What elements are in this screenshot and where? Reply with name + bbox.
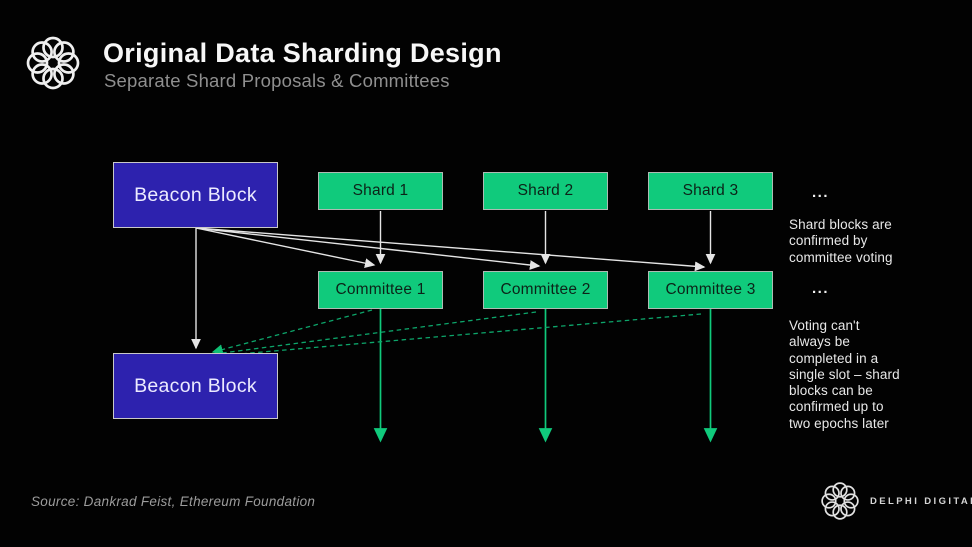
green-down-arrows (373, 309, 718, 443)
arrow-beacon-to-committee3 (195, 227, 706, 272)
beacon-block-bottom-node: Beacon Block (113, 353, 278, 419)
note-shard-blocks: Shard blocks are confirmed by committee … (789, 217, 893, 265)
arrow-beacon-to-committee2 (195, 227, 541, 270)
committee2-node: Committee 2 (483, 271, 608, 309)
delphi-knot-logo-icon (26, 36, 80, 90)
green-dashed-arrows (211, 309, 702, 357)
shard3-node: Shard 3 (648, 172, 773, 210)
beacon-block-top-node: Beacon Block (113, 162, 278, 228)
beacon-block-top-label: Beacon Block (134, 183, 257, 206)
shard2-label: Shard 2 (517, 182, 574, 199)
source-attribution: Source: Dankrad Feist, Ethereum Foundati… (31, 494, 316, 509)
shard1-label: Shard 1 (352, 182, 409, 199)
shard3-label: Shard 3 (682, 182, 739, 199)
white-arrows (191, 211, 716, 350)
dashed-committee3-to-beacon (215, 313, 702, 357)
ellipsis-top: ... (812, 184, 830, 201)
beacon-block-bottom-label: Beacon Block (134, 374, 257, 397)
arrow-beacon-to-committee1 (195, 227, 376, 268)
dashed-committee2-to-beacon (214, 311, 537, 355)
delphi-knot-logo-small-icon (821, 482, 859, 520)
page-title: Original Data Sharding Design (103, 38, 502, 68)
dashed-committee1-to-beacon (211, 309, 373, 355)
committee2-label: Committee 2 (500, 281, 591, 298)
brand-name: DELPHI DIGITAL (870, 495, 972, 507)
shard1-node: Shard 1 (318, 172, 443, 210)
note-voting: Voting can't always be completed in a si… (789, 318, 900, 431)
ellipsis-bottom: ... (812, 280, 830, 297)
committee3-node: Committee 3 (648, 271, 773, 309)
page-subtitle: Separate Shard Proposals & Committees (104, 70, 450, 91)
shard2-node: Shard 2 (483, 172, 608, 210)
brand-footer: DELPHI DIGITAL (820, 480, 972, 522)
committee3-label: Committee 3 (665, 281, 756, 298)
committee1-node: Committee 1 (318, 271, 443, 309)
committee1-label: Committee 1 (335, 281, 426, 298)
